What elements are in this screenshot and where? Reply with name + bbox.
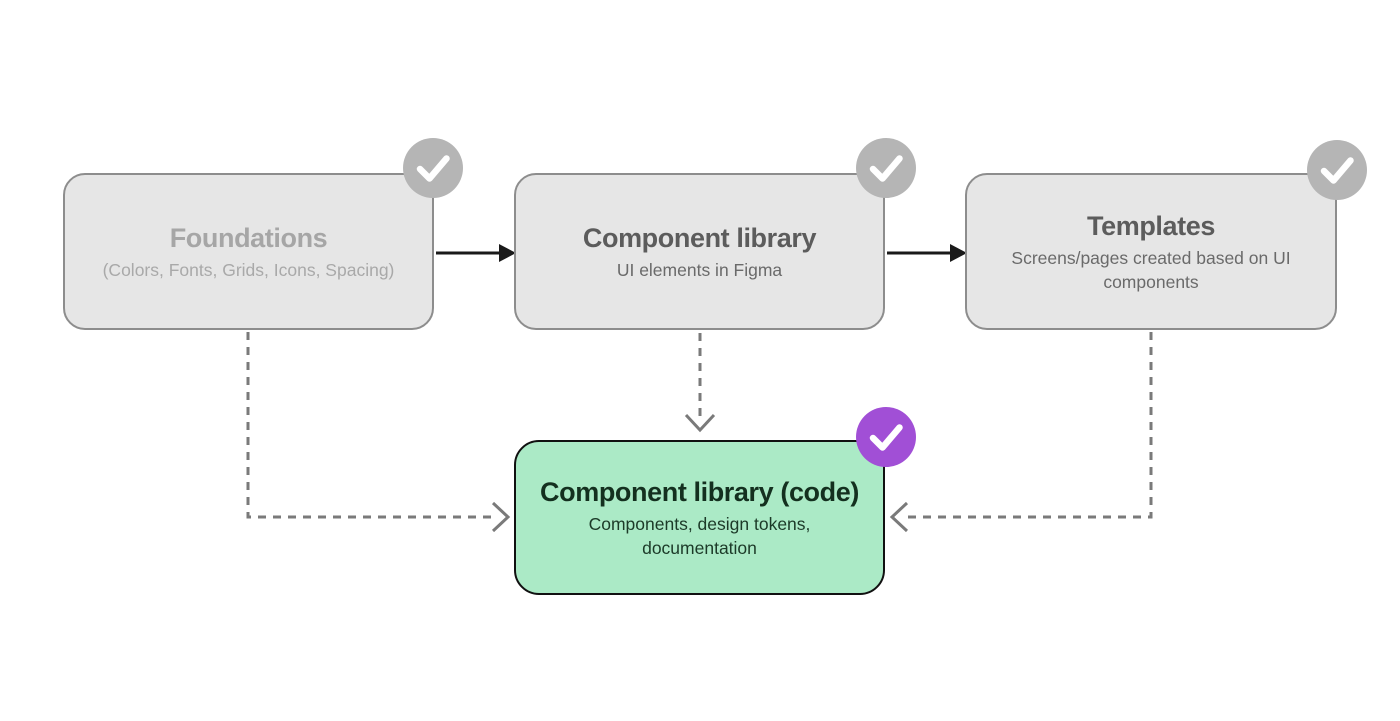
node-foundations: Foundations (Colors, Fonts, Grids, Icons… (63, 173, 434, 330)
node-component-library-subtitle: UI elements in Figma (616, 259, 783, 280)
dashed-arrow-foundations-to-code (246, 332, 511, 533)
arrow-foundations-to-component-library (436, 244, 516, 262)
checkmark-icon (1320, 157, 1354, 184)
dashed-arrow-templates-to-code (889, 332, 1153, 533)
node-templates: Templates Screens/pages created based on… (965, 173, 1337, 330)
check-badge-templates (1307, 140, 1367, 200)
node-component-library: Component library UI elements in Figma (514, 173, 885, 330)
node-foundations-title: Foundations (169, 222, 328, 253)
node-templates-subtitle: Screens/pages created based on UI compon… (1011, 247, 1291, 292)
check-badge-component-library (856, 138, 916, 198)
check-badge-component-library-code (856, 407, 916, 467)
node-component-library-code-title: Component library (code) (540, 476, 859, 507)
node-foundations-subtitle: (Colors, Fonts, Grids, Icons, Spacing) (102, 259, 395, 280)
node-templates-title: Templates (1087, 210, 1215, 241)
checkmark-icon (869, 424, 903, 451)
node-component-library-title: Component library (582, 222, 817, 253)
checkmark-icon (416, 155, 450, 182)
check-badge-foundations (403, 138, 463, 198)
dashed-arrow-component-library-to-code (684, 333, 716, 433)
node-component-library-code-subtitle: Components, design tokens, documentation (588, 513, 811, 558)
arrow-component-library-to-templates (887, 244, 967, 262)
node-component-library-code: Component library (code) Components, des… (514, 440, 885, 595)
checkmark-icon (869, 155, 903, 182)
